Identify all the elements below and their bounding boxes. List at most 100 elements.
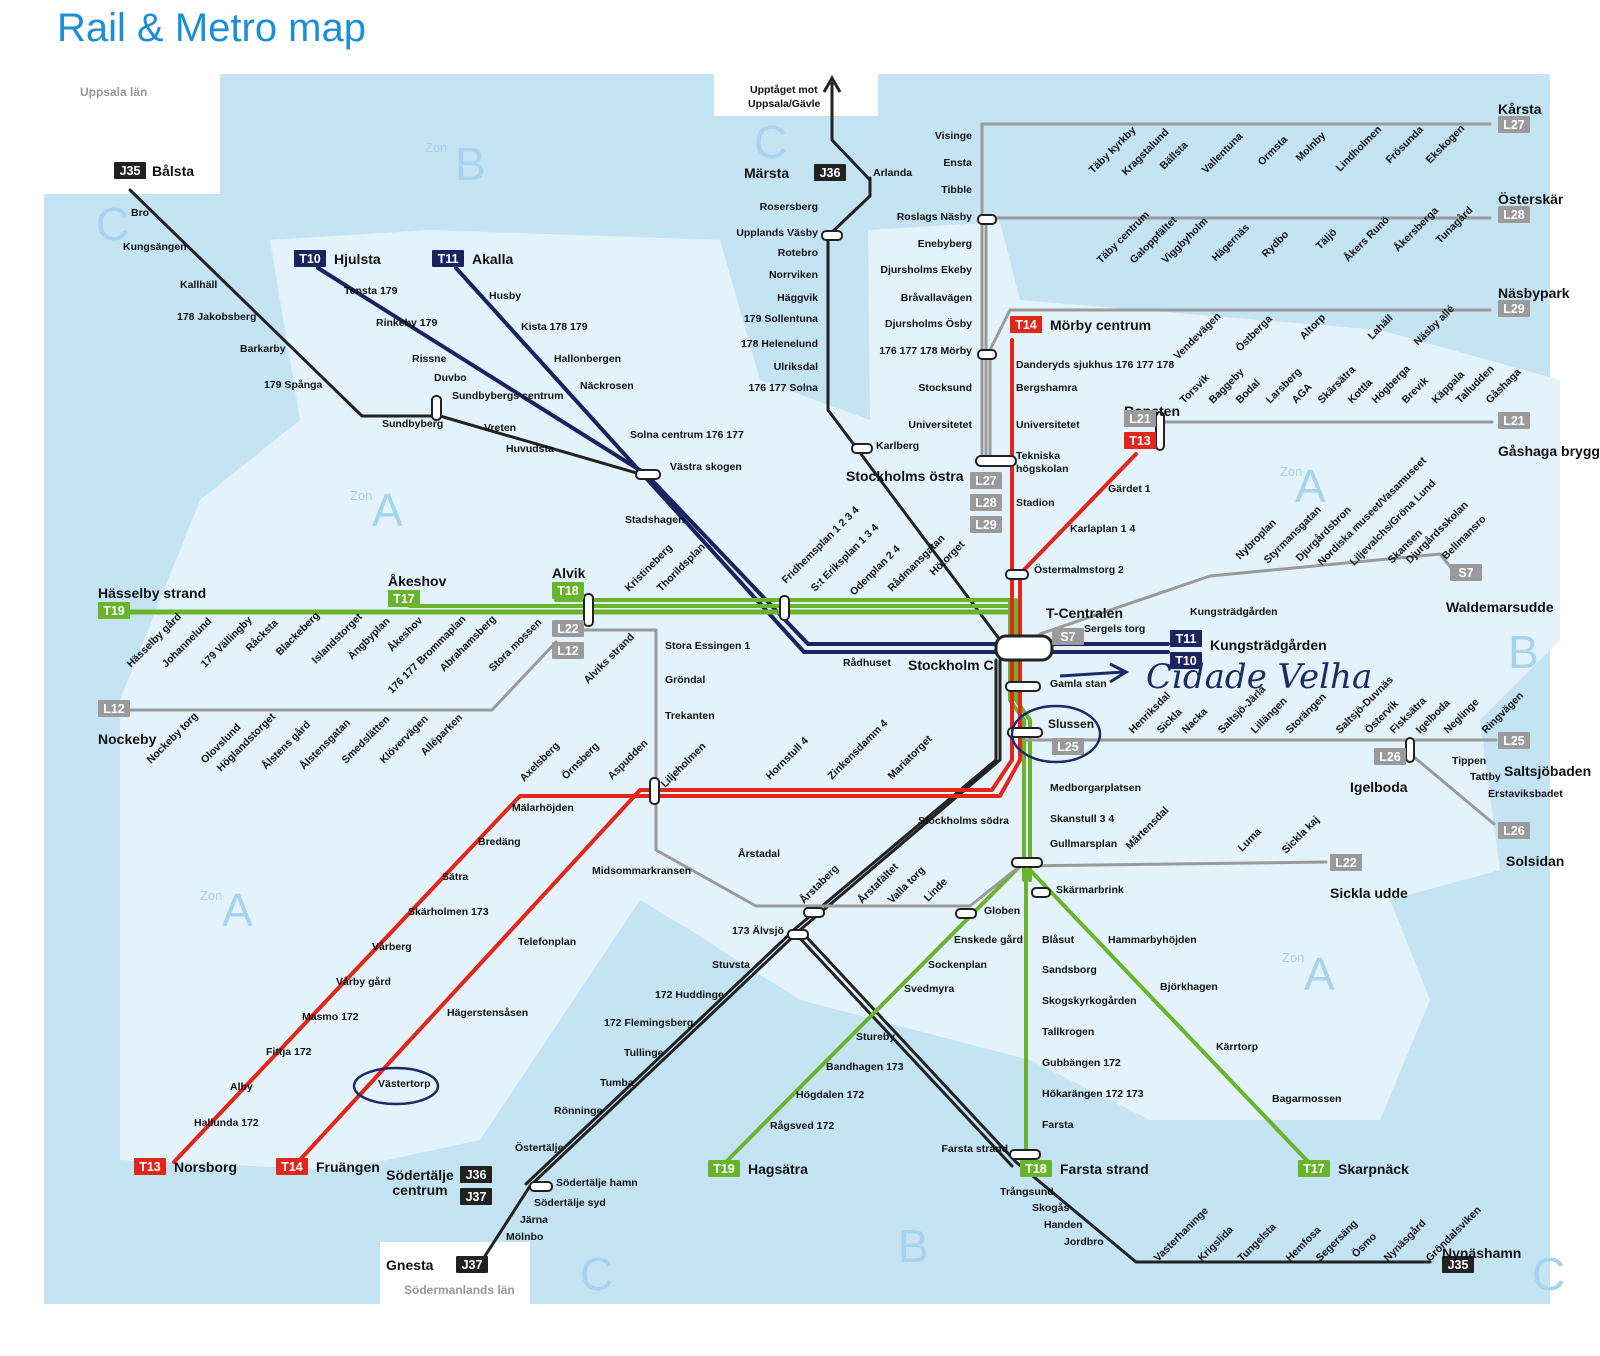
station-label: Södertälje hamn (556, 1177, 638, 1189)
line-badge-t13_ropsten[interactable] (1124, 432, 1156, 449)
station-label: Tekniska (1016, 450, 1060, 462)
hub-ostermalmstorg[interactable] (1005, 569, 1029, 580)
line-badge-t13_norsborg[interactable] (134, 1158, 166, 1175)
hub-slussen[interactable] (1007, 727, 1043, 738)
line-badge-j37_gnesta[interactable] (456, 1256, 488, 1273)
line-badge-j36_sodertalje[interactable] (460, 1166, 492, 1183)
line-badge-t19_hagsatra[interactable] (708, 1160, 740, 1177)
line-badge-t11_kungs[interactable] (1170, 630, 1202, 647)
station-label: Stadion (1016, 497, 1055, 509)
hub-alvik[interactable] (583, 593, 594, 627)
hub-arstaberg[interactable] (803, 907, 825, 918)
zone-c-east (1280, 1190, 1550, 1304)
station-label: Mölnbo (506, 1231, 543, 1243)
station-label: 172 Huddinge (655, 989, 724, 1001)
station-label: Fittja 172 (266, 1046, 312, 1058)
line-badge-l21_ropsten[interactable] (1124, 410, 1156, 427)
line-badge-l22_alvik[interactable] (552, 620, 584, 637)
hub-sundbyberg[interactable] (431, 395, 442, 421)
line-badge-t18_alvik[interactable] (552, 582, 584, 599)
hub-sodertalje-centrum[interactable] (529, 1181, 553, 1192)
line-badge-l22_sickla[interactable] (1330, 854, 1362, 871)
line-badge-code: J36 (466, 1168, 487, 1182)
upptaget-label: Uppsala/Gävle (748, 98, 821, 110)
station-label: Ulriksdal (774, 361, 818, 373)
terminus-name: Saltsjöbaden (1504, 763, 1591, 779)
hub-skarmarbrink[interactable] (1031, 887, 1051, 898)
hub-t-centralen[interactable] (994, 634, 1054, 662)
hub-upplands-vasby[interactable] (821, 230, 843, 241)
line-badge-t14_morby[interactable] (1010, 316, 1042, 333)
line-badge-l25[interactable] (1498, 732, 1530, 749)
line-badge-t19_hasselby[interactable] (98, 602, 130, 619)
station-label: Vårberg (372, 941, 412, 953)
hub-gamla-stan[interactable] (1005, 681, 1041, 692)
metro-line-t17-skarpnack (1028, 868, 1316, 1170)
hub-karlberg[interactable] (851, 443, 873, 454)
hub-gullmarsplan[interactable] (1011, 857, 1043, 868)
station-label: Häggvik (777, 292, 818, 304)
line-badge-l29_osthub[interactable] (970, 516, 1002, 533)
line-badge-t18_farsta[interactable] (1020, 1160, 1052, 1177)
line-badge-code: L29 (975, 518, 997, 532)
line-badge-j37_sodertalje[interactable] (460, 1188, 492, 1205)
line-badge-s7[interactable] (1450, 564, 1482, 581)
line-badge-l12_nockeby[interactable] (98, 700, 130, 717)
terminus-name: Mörby centrum (1050, 317, 1151, 333)
line-badge-j35_nynashamn[interactable] (1442, 1256, 1474, 1273)
hub-roslags-nasby[interactable] (977, 214, 997, 225)
station-label: Bredäng (478, 836, 521, 848)
hub-ropsten[interactable] (1155, 411, 1165, 451)
station-label: Södertälje syd (534, 1197, 606, 1209)
line-badge-code: T14 (1015, 318, 1037, 332)
hub-stockholms-ostra[interactable] (975, 455, 1017, 467)
line-badge-t17_akeshov[interactable] (388, 590, 420, 607)
line-badge-t10_kungs[interactable] (1170, 652, 1202, 669)
terminus-name: Waldemarsudde (1446, 599, 1554, 615)
line-badge-l12_alvik[interactable] (552, 642, 584, 659)
terminus-name: Åkeshov (388, 573, 447, 589)
line-badge-l27[interactable] (1498, 116, 1530, 133)
line-badge-s7_sergels[interactable] (1052, 628, 1084, 645)
station-label: 178 Helenelund (741, 338, 818, 350)
hub-farsta-strand[interactable] (1009, 1149, 1041, 1160)
line-badge-l25_slussen[interactable] (1052, 738, 1084, 755)
terminus-name: Näsbypark (1498, 285, 1570, 301)
line-badge-code: L28 (975, 496, 997, 510)
zone-c-label: C (1532, 1248, 1565, 1300)
line-badge-l29[interactable] (1498, 300, 1530, 317)
sodertalje-centrum-label: Södertälje (386, 1167, 454, 1183)
line-badge-code: J35 (120, 164, 141, 178)
line-badge-j36_marsta[interactable] (814, 164, 846, 181)
line-badge-l27_osthub[interactable] (970, 472, 1002, 489)
hub-alvsjo[interactable] (787, 929, 809, 940)
line-badge-l26_solsidan[interactable] (1498, 822, 1530, 839)
station-label: Vårby gård (336, 976, 391, 988)
station-label: Bandhagen 173 (826, 1061, 904, 1073)
line-badge-j35_balsta[interactable] (114, 162, 146, 179)
hub-globen[interactable] (955, 908, 977, 919)
line-badge-t14_fruangen[interactable] (276, 1158, 308, 1175)
line-badge-t10[interactable] (294, 250, 326, 267)
line-badge-l21_gashaga[interactable] (1498, 412, 1530, 429)
hub-morby[interactable] (977, 349, 997, 360)
station-label: Handen (1044, 1219, 1083, 1231)
line-badge-t17_skarpnack[interactable] (1298, 1160, 1330, 1177)
station-label: Rådhuset (843, 657, 891, 669)
handwritten-circle-vastertorp (352, 1066, 440, 1106)
line-badge-l28_osthub[interactable] (970, 494, 1002, 511)
station-label: Näckrosen (580, 380, 634, 392)
hub-vastra-skogen[interactable] (635, 469, 661, 480)
hub-fridhemsplan[interactable] (779, 595, 790, 621)
line-badge-code: J37 (466, 1190, 487, 1204)
station-label: Medborgarplatsen (1050, 782, 1141, 794)
station-label: Östertälje (515, 1141, 564, 1154)
line-badge-l28[interactable] (1498, 206, 1530, 223)
line-badge-l26_igelboda[interactable] (1374, 748, 1406, 765)
station-label: Tibble (941, 184, 972, 196)
line-badge-code: L22 (1335, 856, 1357, 870)
line-badge-t11[interactable] (432, 250, 464, 267)
hub-liljeholmen[interactable] (649, 777, 660, 805)
hub-igelboda[interactable] (1405, 737, 1415, 763)
